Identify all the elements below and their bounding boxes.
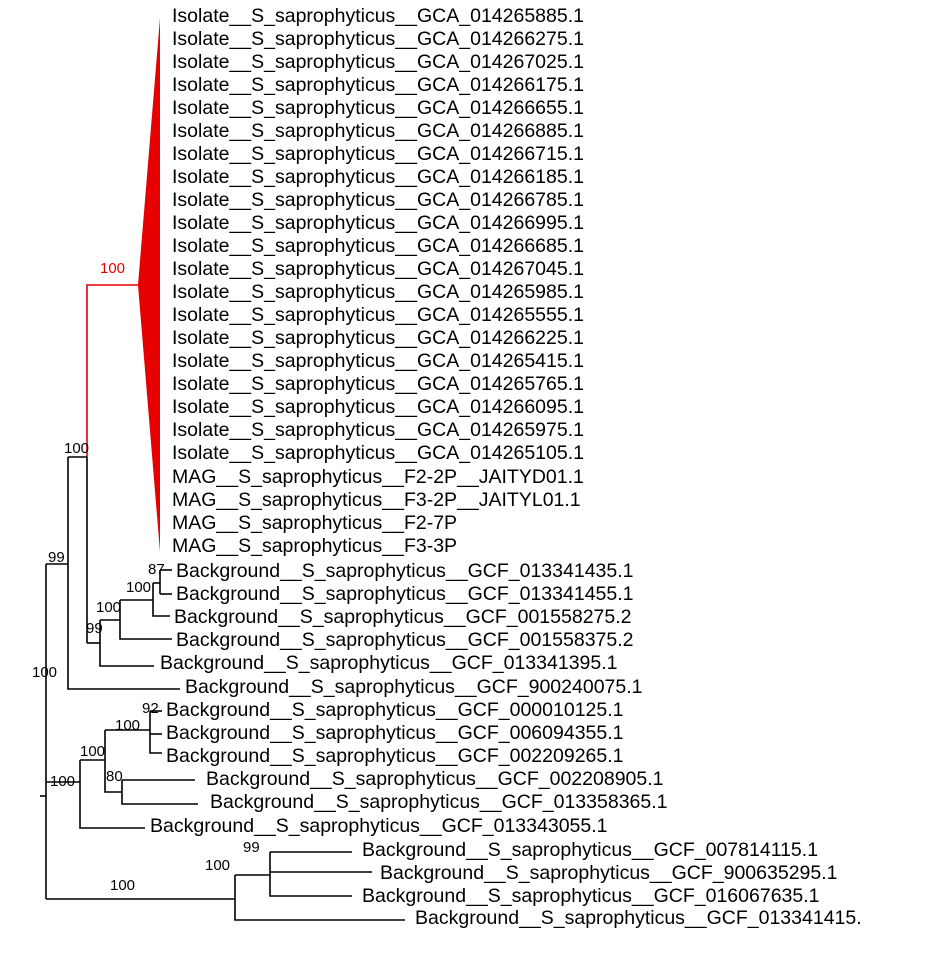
tip-label: MAG__S_saprophyticus__F2-2P__JAITYD01.1 <box>172 466 584 488</box>
bootstrap-value: 99 <box>243 839 260 856</box>
bootstrap-value: 92 <box>142 700 159 717</box>
tip-label: Isolate__S_saprophyticus__GCA_014266715.… <box>172 143 584 165</box>
tip-label: Isolate__S_saprophyticus__GCA_014267025.… <box>172 51 584 73</box>
branch <box>152 583 170 617</box>
tip-label: Background__S_saprophyticus__GCF_0133414… <box>176 560 634 582</box>
tip-label: Isolate__S_saprophyticus__GCA_014266785.… <box>172 189 584 211</box>
tip-label: Isolate__S_saprophyticus__GCA_014266655.… <box>172 97 584 119</box>
tip-label: Background__S_saprophyticus__GCF_0133413… <box>160 652 618 674</box>
branch <box>121 780 198 805</box>
tree-branches <box>40 456 405 921</box>
tip-label: Isolate__S_saprophyticus__GCA_014266175.… <box>172 74 584 96</box>
bootstrap-value: 100 <box>126 579 151 596</box>
tip-label: MAG__S_saprophyticus__F3-3P <box>172 535 457 557</box>
bootstrap-value: 80 <box>106 768 123 785</box>
tip-label: Isolate__S_saprophyticus__GCA_014266095.… <box>172 396 584 418</box>
tip-labels: Isolate__S_saprophyticus__GCA_014265885.… <box>150 5 862 929</box>
collapsed-clade-triangle <box>138 18 160 552</box>
bootstrap-value: 100 <box>100 260 125 277</box>
bootstrap-value: 99 <box>48 549 65 566</box>
branch <box>79 760 145 829</box>
branch <box>119 600 172 640</box>
bootstrap-value: 100 <box>64 440 89 457</box>
tip-label: MAG__S_saprophyticus__F2-7P <box>172 512 457 534</box>
tip-label: Isolate__S_saprophyticus__GCA_014265765.… <box>172 373 584 395</box>
bootstrap-value: 100 <box>115 717 140 734</box>
tip-label: Isolate__S_saprophyticus__GCA_014266275.… <box>172 28 584 50</box>
bootstrap-value: 100 <box>50 773 75 790</box>
tip-label: Background__S_saprophyticus__GCF_0160676… <box>362 885 820 907</box>
clade-branch-red <box>86 284 138 457</box>
tip-label: Background__S_saprophyticus__GCF_0015582… <box>174 606 632 628</box>
bootstrap-value: 100 <box>32 664 57 681</box>
bootstrap-value: 87 <box>148 561 165 578</box>
branch <box>67 564 180 690</box>
tip-label: Isolate__S_saprophyticus__GCA_014265885.… <box>172 5 584 27</box>
bootstrap-value: 100 <box>110 877 135 894</box>
tip-label: Isolate__S_saprophyticus__GCA_014266885.… <box>172 120 584 142</box>
tip-label: Background__S_saprophyticus__GCF_0133583… <box>210 791 668 813</box>
branch <box>99 620 154 667</box>
tip-label: Isolate__S_saprophyticus__GCA_014266995.… <box>172 212 584 234</box>
tip-label: Background__S_saprophyticus__GCF_0022089… <box>206 768 664 790</box>
branch <box>46 457 69 565</box>
bootstrap-labels: 100 100 99 100 87 100 100 99 92 100 100 … <box>32 260 260 894</box>
tip-label: Background__S_saprophyticus__GCF_0022092… <box>166 745 624 767</box>
bootstrap-value: 100 <box>80 743 105 760</box>
bootstrap-value: 100 <box>96 599 121 616</box>
tip-label: Background__S_saprophyticus__GCF_0015583… <box>176 629 634 651</box>
tip-label: Background__S_saprophyticus__GCF_9006352… <box>380 862 838 884</box>
tip-label: Background__S_saprophyticus__GCF_0000101… <box>166 699 624 721</box>
tip-label: Isolate__S_saprophyticus__GCA_014265105.… <box>172 442 584 464</box>
tip-label: Background__S_saprophyticus__GCF_9002400… <box>185 676 643 698</box>
tip-label: Isolate__S_saprophyticus__GCA_014265985.… <box>172 281 584 303</box>
tip-label: Isolate__S_saprophyticus__GCA_014266685.… <box>172 235 584 257</box>
tip-label: Background__S_saprophyticus__GCF_0078141… <box>362 839 818 861</box>
tip-label: Isolate__S_saprophyticus__GCA_014266225.… <box>172 327 584 349</box>
tip-label: MAG__S_saprophyticus__F3-2P__JAITYL01.1 <box>172 489 581 511</box>
branch <box>269 852 352 897</box>
tip-label: Isolate__S_saprophyticus__GCA_014267045.… <box>172 258 584 280</box>
bootstrap-value: 99 <box>86 620 103 637</box>
branch <box>234 875 405 921</box>
tip-label: Background__S_saprophyticus__GCF_0133414… <box>176 583 634 605</box>
tip-label: Isolate__S_saprophyticus__GCA_014266185.… <box>172 166 584 188</box>
tip-label: Background__S_saprophyticus__GCF_0133430… <box>150 815 608 837</box>
tip-label: Isolate__S_saprophyticus__GCA_014265415.… <box>172 350 584 372</box>
branch <box>149 711 162 754</box>
branch <box>104 730 122 793</box>
tip-label: Isolate__S_saprophyticus__GCA_014265555.… <box>172 304 584 326</box>
tip-label: Isolate__S_saprophyticus__GCA_014265975.… <box>172 419 584 441</box>
tip-label: Background__S_saprophyticus__GCF_0133414… <box>415 907 862 929</box>
bootstrap-value: 100 <box>205 857 230 874</box>
tip-label: Background__S_saprophyticus__GCF_0060943… <box>166 722 624 744</box>
